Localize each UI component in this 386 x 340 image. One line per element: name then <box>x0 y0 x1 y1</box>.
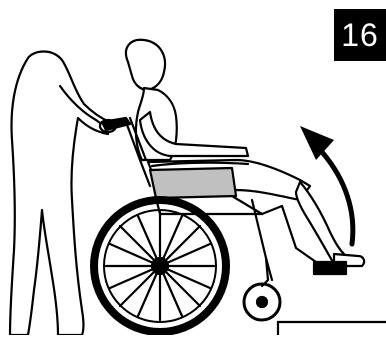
step-number-badge: 16 <box>334 9 386 61</box>
seated-person-figure <box>126 40 364 266</box>
curb-step <box>278 322 386 335</box>
